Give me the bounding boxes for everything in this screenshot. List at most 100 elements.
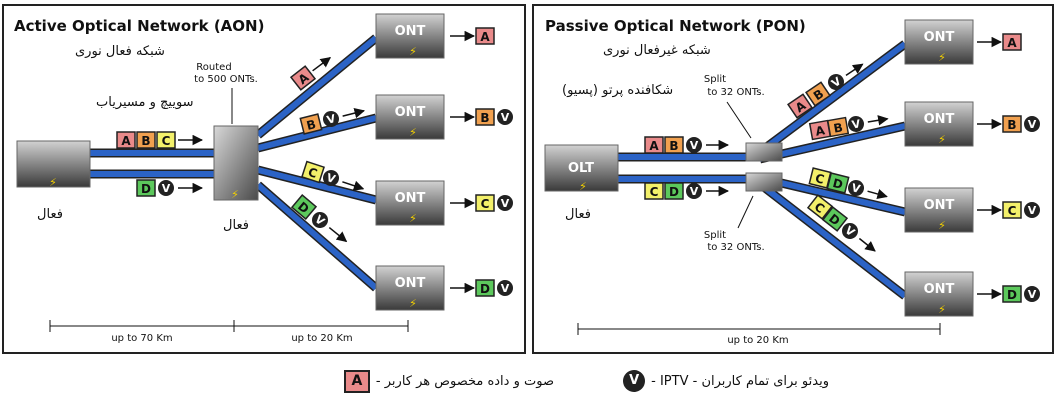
pon-output-4-token-d: D xyxy=(1002,285,1022,303)
ont-label: ONT xyxy=(924,30,955,45)
pon-split-bottom-1: Split xyxy=(704,230,726,241)
svg-text:C: C xyxy=(306,165,319,181)
aon-ont-4: ONT⚡ xyxy=(375,265,445,311)
pon-flow-upper-token-a: A xyxy=(644,136,664,154)
aon-output-2-token-v: V xyxy=(497,109,513,125)
svg-text:V: V xyxy=(162,182,171,195)
svg-text:A: A xyxy=(480,30,490,44)
pon-branch-2-arrow-icon xyxy=(867,115,889,126)
svg-text:A: A xyxy=(1007,36,1017,50)
svg-text:V: V xyxy=(1028,118,1037,131)
splitter-bottom xyxy=(745,172,783,192)
aon-flow-upper-token-c: C xyxy=(156,131,176,149)
pon-flow-lower-token-v: V xyxy=(686,183,702,199)
aon-ont-group: ONT⚡ONT⚡ONT⚡ONT⚡ xyxy=(375,13,445,311)
pon-trunk-fibers xyxy=(618,152,748,184)
pon-output-3-token-v: V xyxy=(1024,202,1040,218)
pon-ont-1: ONT ⚡ xyxy=(904,19,974,65)
pon-ont-4: ONT⚡ xyxy=(904,271,974,317)
pon-flow-upper-token-b: B xyxy=(664,136,684,154)
pon-title: Passive Optical Network (PON) xyxy=(545,17,806,35)
lightning-icon: ⚡ xyxy=(938,219,946,232)
lightning-icon: ⚡ xyxy=(409,212,417,225)
aon-ont-1: ONT⚡ xyxy=(375,13,445,59)
pon-branch-3-token-v: V xyxy=(848,180,864,196)
aon-flow-upper-token-a: A xyxy=(116,131,136,149)
aon-branch-1-arrow-icon xyxy=(312,56,332,72)
pon-branch-4-token-d: D xyxy=(821,206,849,232)
svg-text:D: D xyxy=(669,185,679,199)
pon-flow-lower-token-d: D xyxy=(664,182,684,200)
svg-text:D: D xyxy=(831,176,844,192)
pon-output-2-token-b: B xyxy=(1002,115,1022,133)
svg-text:C: C xyxy=(650,185,659,199)
lightning-icon: ⚡ xyxy=(579,180,587,193)
pon-branch-2-token-v: V xyxy=(848,116,864,132)
legend-video-v: V xyxy=(623,370,646,392)
pon-branch-4-token-c: C xyxy=(806,194,834,220)
pon-ont-group: ONT⚡ONT⚡ONT⚡ONT⚡ xyxy=(904,19,974,317)
aon-ont-2: ONT⚡ xyxy=(375,94,445,140)
pon-ont-2: ONT⚡ xyxy=(904,101,974,147)
pon-distance-scale xyxy=(577,323,941,335)
aon-branch-2-token-b: B xyxy=(299,113,323,135)
aon-switch-device xyxy=(213,125,259,201)
svg-text:C: C xyxy=(1008,204,1017,218)
pon-branch-1-token-v: V xyxy=(828,74,844,90)
lightning-icon: ⚡ xyxy=(938,51,946,64)
ont-label: ONT xyxy=(924,198,955,213)
svg-text:C: C xyxy=(481,197,490,211)
aon-subtitle: شبکه فعال نوری xyxy=(75,44,165,59)
pon-ont-3: ONT ⚡ xyxy=(904,187,974,233)
pon-output-2-token-v: V xyxy=(1024,116,1040,132)
pon-splitter-label: شکافنده پرتو (پسیو) xyxy=(562,83,673,98)
svg-text:V: V xyxy=(1028,288,1037,301)
svg-text:C: C xyxy=(814,171,826,187)
pon-flow-upper-token-v: V xyxy=(686,137,702,153)
lightning-icon: ⚡ xyxy=(938,133,946,146)
legend-badge-a: A xyxy=(343,369,370,393)
svg-text:B: B xyxy=(305,117,317,133)
aon-branch-1-token-a: A xyxy=(289,65,317,91)
svg-text:V: V xyxy=(690,185,699,198)
svg-text:D: D xyxy=(141,182,151,196)
aon-output-4-token-v: V xyxy=(497,280,513,296)
aon-flow-lower-token-d: D xyxy=(136,179,156,197)
svg-text:B: B xyxy=(669,139,678,153)
svg-text:V: V xyxy=(850,181,862,196)
pon-output-1-token-a: A xyxy=(1002,33,1022,51)
olt-label: OLT xyxy=(568,161,594,176)
lightning-icon: ⚡ xyxy=(231,188,239,201)
aon-output-3-token-v: V xyxy=(497,195,513,211)
aon-flow-upper-token-b: B xyxy=(136,131,156,149)
aon-trunk-fibers xyxy=(90,148,214,179)
splitter-top xyxy=(745,142,783,162)
aon-output-1-token-a: A xyxy=(475,27,495,45)
pon-split-bottom-2: to 32 ONTs. xyxy=(707,242,764,253)
svg-text:C: C xyxy=(162,134,171,148)
svg-text:B: B xyxy=(1007,118,1016,132)
aon-switch-label: سوییچ و مسیریاب xyxy=(96,95,194,110)
svg-text:V: V xyxy=(690,139,699,152)
aon-distance-1: up to 70 Km xyxy=(111,333,172,344)
svg-text:V: V xyxy=(325,112,337,127)
svg-text:V: V xyxy=(851,117,862,131)
svg-text:V: V xyxy=(1028,204,1037,217)
pon-branch-2-token-b: B xyxy=(826,116,850,138)
ont-label: ONT xyxy=(395,276,426,291)
pon-output-3-token-c: C xyxy=(1002,201,1022,219)
aon-branch-3-token-v: V xyxy=(323,170,339,186)
svg-text:B: B xyxy=(832,120,843,135)
aon-flow-lower-token-v: V xyxy=(158,180,174,196)
lightning-icon: ⚡ xyxy=(409,45,417,58)
pon-split-top-1: Split xyxy=(704,74,726,85)
pon-branch-3-arrow-icon xyxy=(867,188,888,200)
svg-text:A: A xyxy=(121,134,131,148)
ont-label: ONT xyxy=(395,105,426,120)
pon-split-top-2: to 32 ONTs. xyxy=(707,87,764,98)
aon-routed-note-1: Routed xyxy=(196,62,231,73)
pon-branch-2-token-a: A xyxy=(808,119,832,141)
